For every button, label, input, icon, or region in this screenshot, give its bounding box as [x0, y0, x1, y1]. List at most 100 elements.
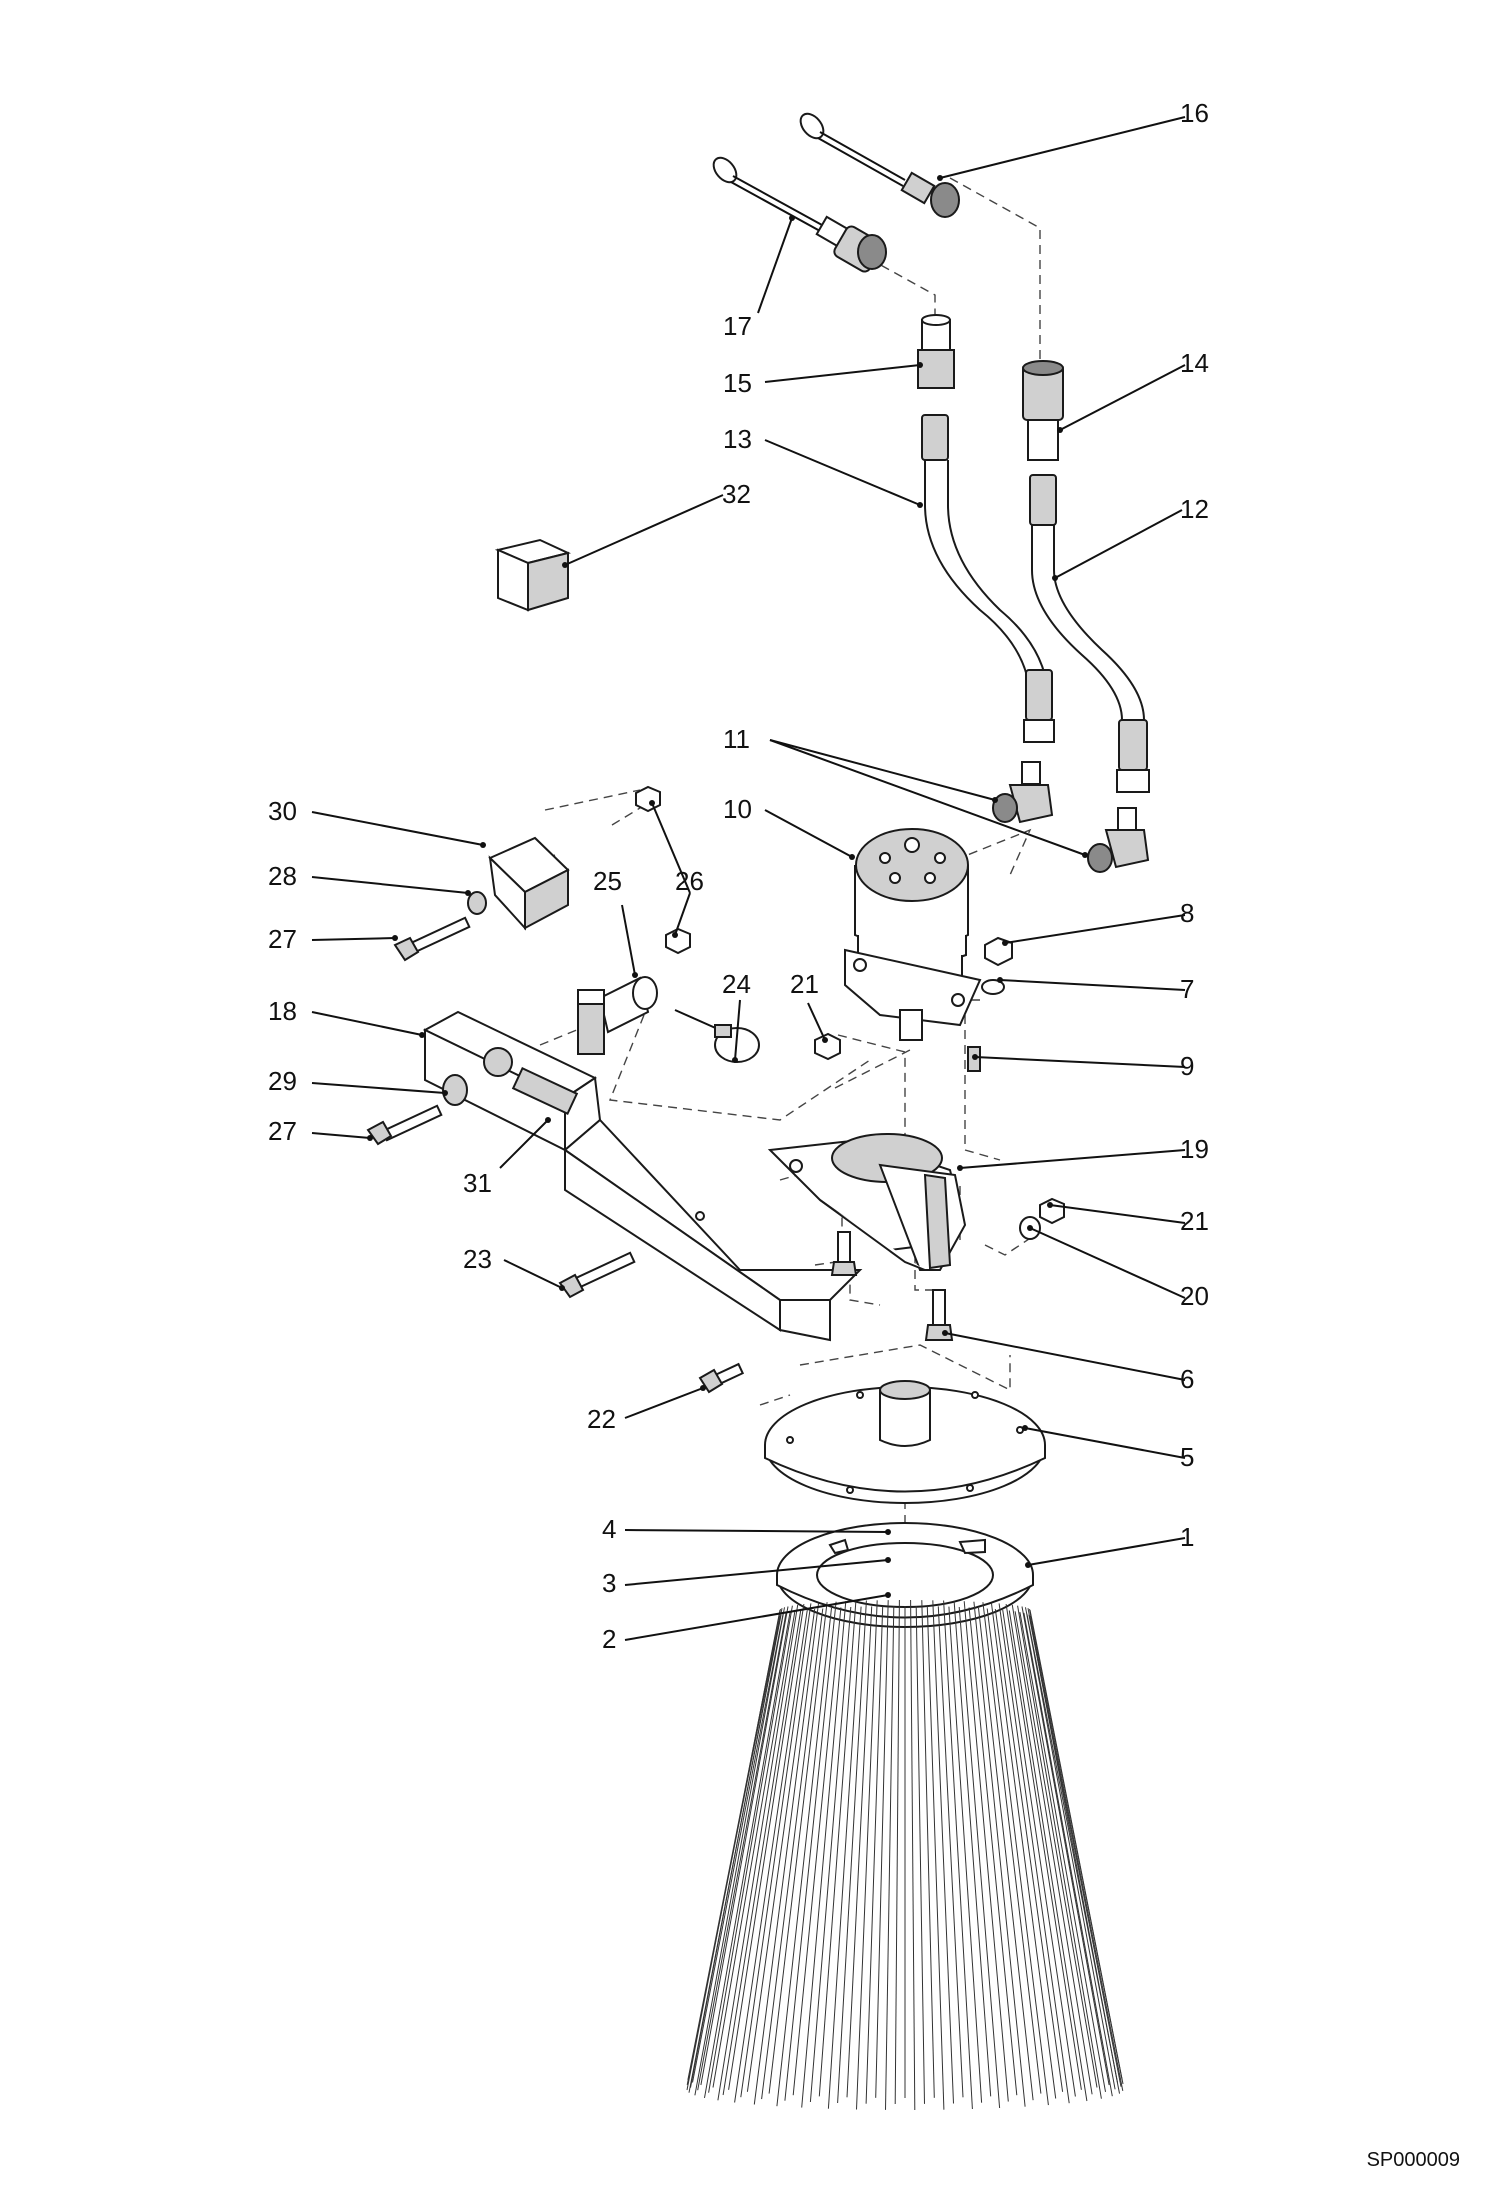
callout-3: 3 [602, 1568, 616, 1598]
bristle [856, 1600, 878, 2110]
callout-26: 26 [675, 866, 704, 896]
adapter-15 [917, 314, 955, 389]
bristle [1023, 1612, 1113, 2097]
bolt-22 [698, 1362, 745, 1394]
bolt-27-lower [366, 1104, 443, 1146]
bristle [915, 1605, 925, 2104]
bristle [746, 1609, 816, 2092]
block-32 [494, 538, 571, 612]
bristle [712, 1611, 796, 2088]
bristle [953, 1600, 992, 2097]
callout-11: 11 [723, 724, 750, 754]
bristle [1011, 1604, 1093, 2095]
callout-24: 24 [722, 969, 751, 999]
arm-18 [422, 989, 863, 1342]
washer-7 [981, 979, 1005, 995]
bristle [694, 1607, 785, 2096]
bristle [894, 1599, 900, 2105]
hose-12 [1029, 474, 1150, 793]
mount-plate-5 [764, 1380, 1046, 1504]
bristle [885, 1605, 895, 2110]
bristle [792, 1607, 842, 2096]
hydraulic-motor-10 [844, 828, 982, 1041]
bristle [1028, 1614, 1122, 2087]
bristle [728, 1604, 805, 2090]
callout-4: 4 [602, 1514, 616, 1544]
bristle [1017, 1605, 1102, 2099]
bristle [1005, 1604, 1082, 2090]
callout-13: 13 [723, 424, 752, 454]
bristle [1002, 1609, 1076, 2097]
callout-16: 16 [1180, 98, 1209, 128]
nut-26-upper [635, 785, 661, 813]
callout-21-right: 21 [1180, 1206, 1209, 1236]
bristle [932, 1600, 954, 2104]
brush-bristles [686, 1599, 1124, 2111]
nut-26-lower [665, 927, 691, 955]
hose-13 [921, 414, 1055, 743]
bracket-19 [767, 1133, 967, 1271]
bristle [734, 1609, 808, 2103]
nut-21-right [1039, 1197, 1065, 1225]
callout-28: 28 [268, 861, 297, 891]
callout-27-upper: 27 [268, 924, 297, 954]
callout-20: 20 [1180, 1281, 1209, 1311]
elbow-fitting-11a [992, 761, 1054, 824]
bristle [943, 1600, 973, 2110]
nut-21-left [814, 1032, 841, 1061]
bristle [1025, 1607, 1116, 2090]
bolt-23 [558, 1251, 636, 1299]
callout-15: 15 [723, 368, 752, 398]
bristle [717, 1604, 799, 2101]
callout-27-lower: 27 [268, 1116, 297, 1146]
callout-19: 19 [1180, 1134, 1209, 1164]
bristle [827, 1606, 862, 2109]
bristle [1029, 1615, 1124, 2091]
callout-6: 6 [1180, 1364, 1194, 1394]
bristle [692, 1613, 784, 2083]
dust-cap-17 [712, 156, 887, 273]
drawing-code: SP000009 [1366, 2149, 1460, 2171]
bristle [875, 1600, 889, 2098]
callout-32: 32 [722, 479, 751, 509]
callout-29: 29 [268, 1066, 297, 1096]
bristle [708, 1605, 793, 2093]
bristle [687, 1609, 781, 2080]
callout-8: 8 [1180, 898, 1194, 928]
bristle [753, 1602, 820, 2105]
lynch-pin-24 [674, 1009, 760, 1063]
washer-28 [467, 891, 487, 915]
callout-31: 31 [463, 1168, 492, 1198]
bristle [978, 1607, 1034, 2101]
callout-7: 7 [1180, 974, 1194, 1004]
bolt-27-upper [393, 916, 471, 962]
bristle [998, 1603, 1070, 2104]
callout-2: 2 [602, 1624, 616, 1654]
bristle [809, 1606, 852, 2103]
pin-25 [598, 976, 658, 1034]
bumper-30 [488, 836, 570, 931]
bristle [700, 1606, 789, 2086]
bristle [761, 1608, 824, 2100]
bristle [1021, 1606, 1110, 2086]
dust-cap-16 [799, 112, 960, 218]
bristle [768, 1602, 828, 2094]
bristle [973, 1601, 1026, 2107]
bristle [1029, 1609, 1124, 2085]
callout-17: 17 [723, 311, 752, 341]
bristle [937, 1606, 964, 2098]
bristle [1008, 1610, 1088, 2102]
bristle [837, 1600, 867, 2104]
bristle [990, 1602, 1057, 2099]
bolt-fixed-upper [830, 1231, 858, 1276]
callout-14: 14 [1180, 348, 1209, 378]
callout-18: 18 [268, 996, 297, 1026]
bristle [963, 1601, 1009, 2102]
callout-9: 9 [1180, 1051, 1194, 1081]
bristle [968, 1607, 1018, 2096]
bristle [818, 1600, 857, 2097]
bristle [865, 1606, 884, 2104]
bristle [958, 1606, 1001, 2109]
